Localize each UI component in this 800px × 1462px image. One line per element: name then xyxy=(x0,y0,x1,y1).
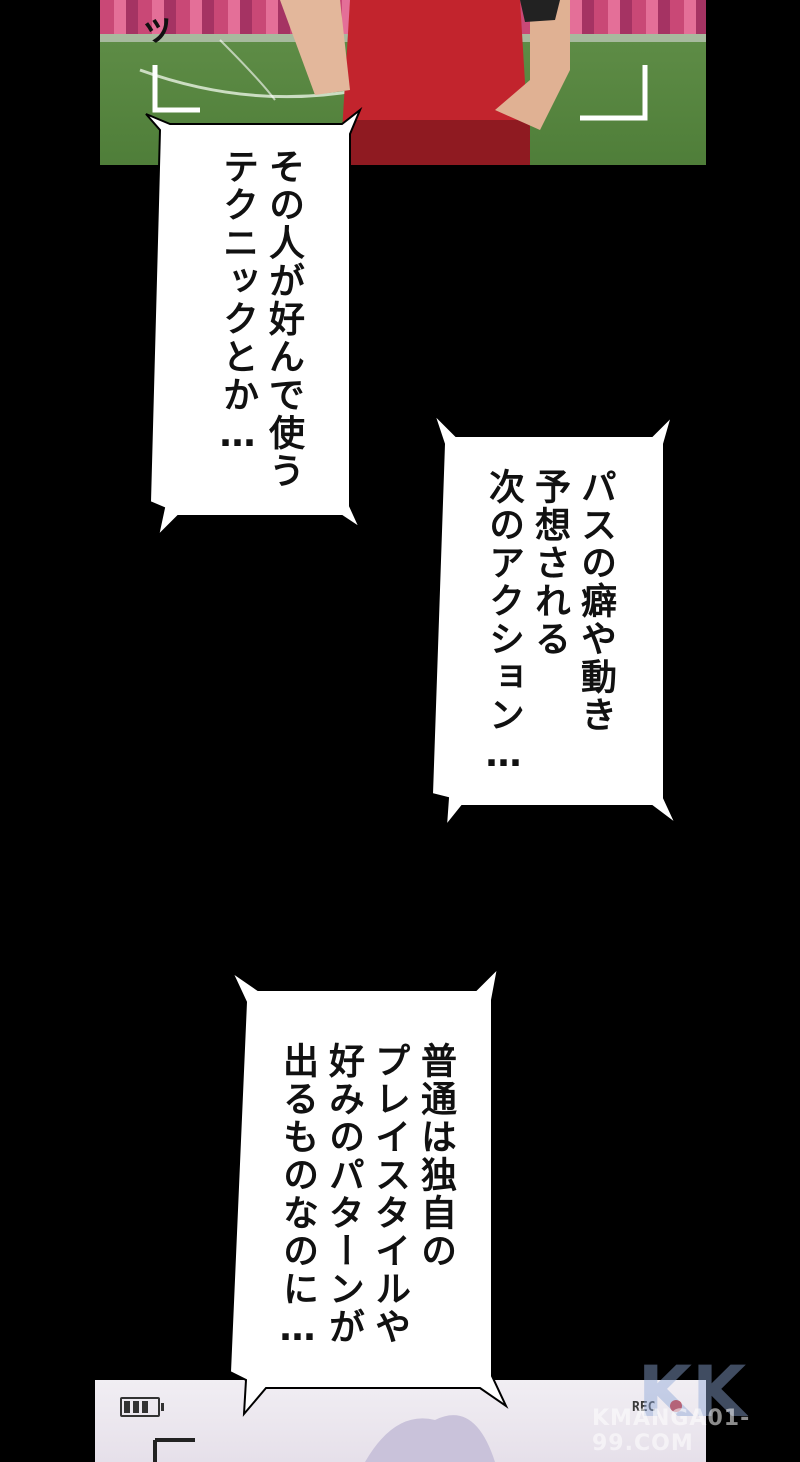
camera-view-panel xyxy=(95,1380,706,1462)
soccer-field-panel xyxy=(100,0,706,165)
bubble-1-line-2: テクニックとか… xyxy=(217,148,258,457)
speech-bubble-3 xyxy=(228,965,509,1417)
bubble-2-line-1: パスの癖や動き xyxy=(575,468,616,734)
bubble-3-line-1: 普通は独自の xyxy=(415,1042,456,1270)
field-scene xyxy=(139,0,648,165)
speech-bubble-2 xyxy=(430,412,677,830)
watermark-logo-icon: KK xyxy=(638,1351,749,1433)
camera-scene xyxy=(153,1415,495,1462)
rec-indicator-icon xyxy=(670,1400,682,1412)
battery-icon xyxy=(120,1397,164,1417)
watermark-site: KMANGA01-99.COM xyxy=(592,1406,751,1456)
speech-bubble-1 xyxy=(145,106,363,540)
watermark: KK KMANGA01-99.COM xyxy=(592,1336,792,1462)
bubble-3-text: 普通は独自の プレイスタイルや 好みのパターンが 出るものなのに… xyxy=(274,1042,458,1351)
bubble-2-text: パスの癖や動き 予想される 次のアクション… xyxy=(480,468,618,777)
bubble-1-line-1: その人が好んで使う xyxy=(263,148,304,490)
bubble-3-line-3: 好みのパターンが xyxy=(323,1042,364,1346)
bubble-3-line-4: 出るものなのに… xyxy=(277,1042,318,1351)
bubble-3-line-2: プレイスタイルや xyxy=(369,1042,410,1346)
bubble-1-text: その人が好んで使う テクニックとか… xyxy=(214,148,306,490)
rec-label: REC xyxy=(632,1400,656,1415)
bubble-2-line-2: 予想される xyxy=(529,468,570,658)
svg-text:KK: KK xyxy=(638,1351,749,1433)
bubble-2-line-3: 次のアクション… xyxy=(483,468,524,777)
